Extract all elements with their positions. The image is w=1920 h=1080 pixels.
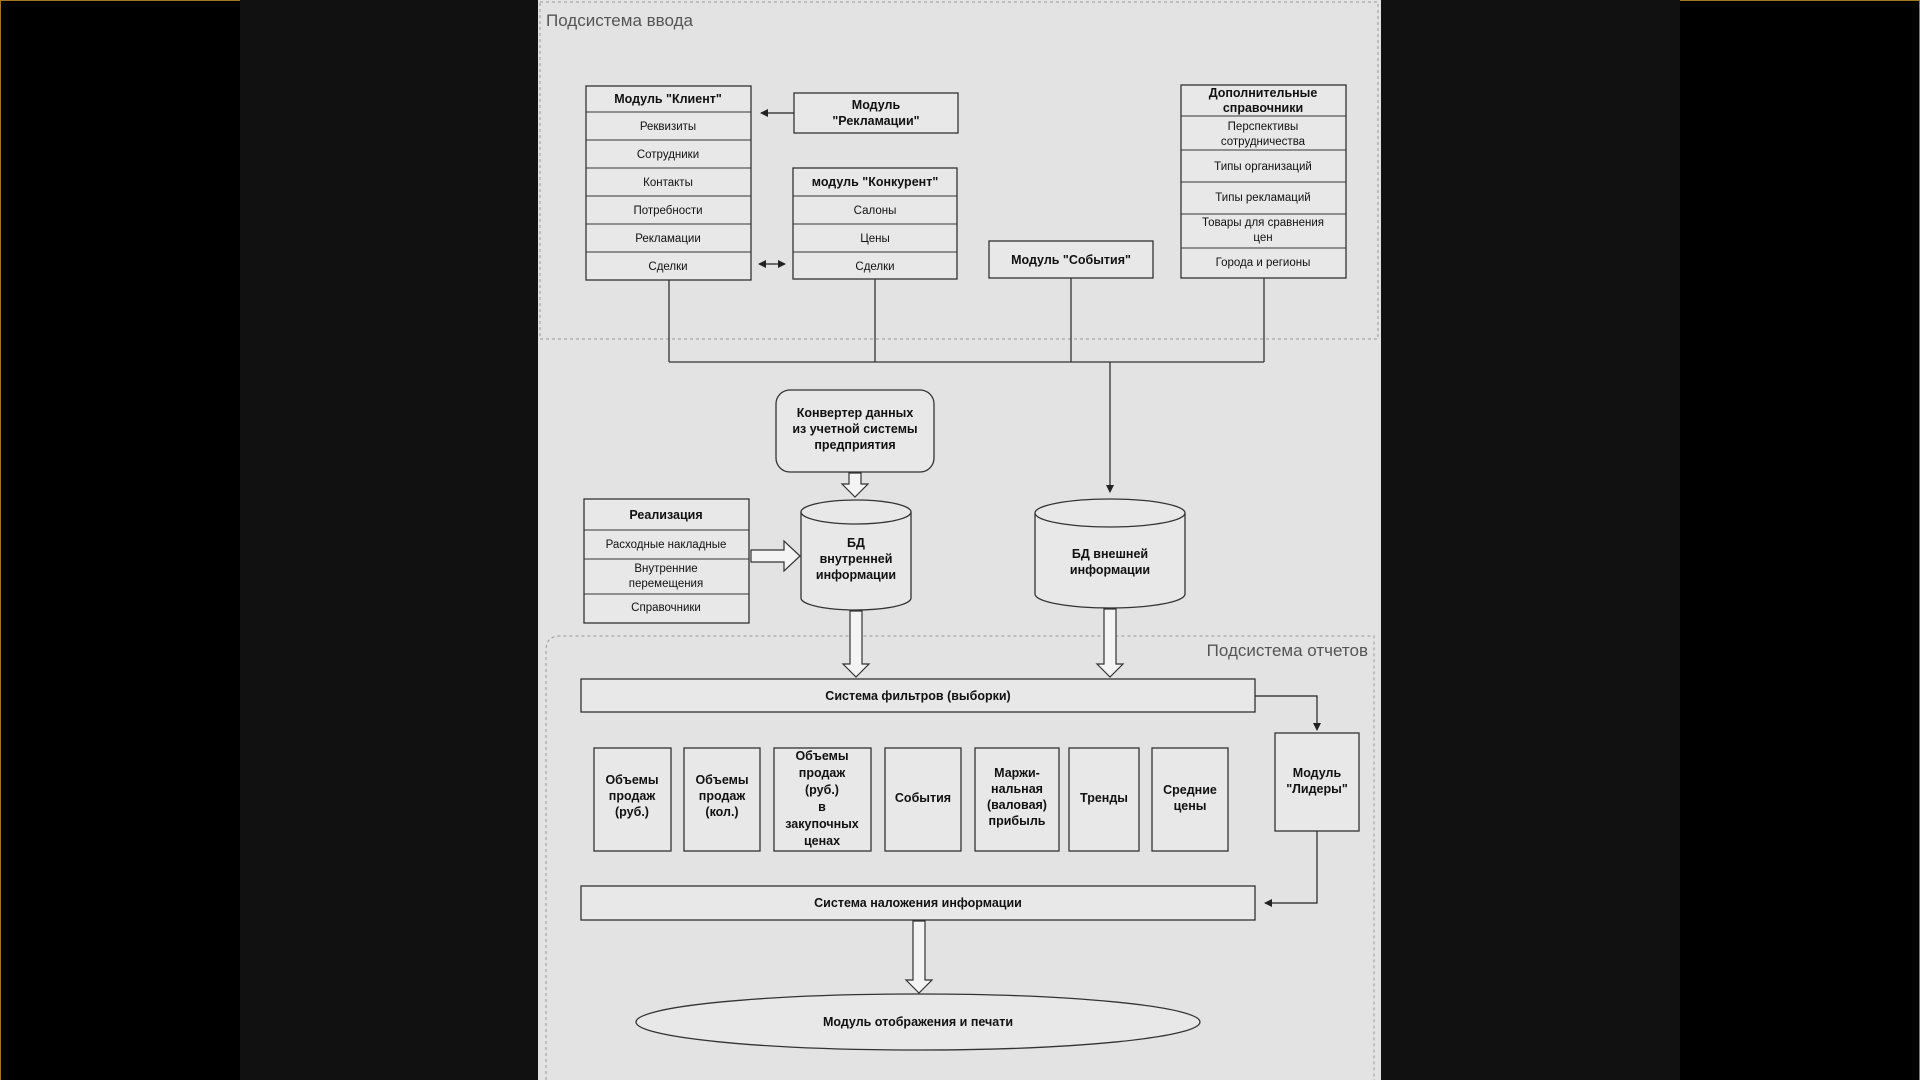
report-events: События (895, 791, 951, 805)
extra-refs-title-line2: справочники (1223, 101, 1303, 115)
report-boxes: Объемы продаж (руб.) Объемы продаж (кол.… (593, 747, 1229, 852)
architecture-diagram: Подсистема ввода Подсистема отчетов Моду… (539, 1, 1379, 1080)
display-module-label: Модуль отображения и печати (823, 1015, 1013, 1029)
filter-to-leaders-arrow (1255, 695, 1321, 731)
sales-row-transfers-2: перемещения (629, 578, 703, 590)
report-sales-qty-line1: Объемы (695, 773, 748, 787)
internal-db-to-filter-arrow (841, 610, 871, 678)
report-avg-prices-line2: цены (1174, 799, 1207, 813)
client-row-contacts: Контакты (643, 177, 693, 189)
client-row-employees: Сотрудники (637, 149, 699, 161)
leaders-to-overlay-arrow (1264, 831, 1318, 907)
claims-module-line1: Модуль (852, 98, 901, 112)
report-sales-qty-line2: продаж (699, 789, 746, 803)
input-subsystem-label: Подсистема ввода (546, 11, 694, 30)
leaders-module: Модуль "Лидеры" (1274, 732, 1360, 832)
competitor-row-prices: Цены (860, 233, 890, 245)
client-module-title: Модуль "Клиент" (614, 92, 722, 106)
converter-line1: Конвертер данных (797, 406, 914, 420)
client-row-deals: Сделки (648, 261, 687, 273)
extra-refs-row-prospects-2: сотрудничества (1221, 136, 1306, 148)
input-bus-lines (668, 278, 1265, 493)
report-sales-purchase-line3: (руб.) (805, 783, 839, 797)
sales-row-invoices: Расходные накладные (606, 539, 727, 551)
report-sales-purchase-line4: в (818, 800, 826, 814)
report-margin-line1: Маржи- (994, 766, 1040, 780)
extra-refs-row-goods-1: Товары для сравнения (1202, 217, 1324, 229)
left-dark-margin (240, 0, 538, 1080)
leaders-module-line2: "Лидеры" (1286, 782, 1348, 796)
filter-system-label: Система фильтров (выборки) (825, 689, 1010, 703)
sales-module-title: Реализация (629, 508, 702, 522)
claims-module-line2: "Рекламации" (832, 114, 919, 128)
competitor-module-title: модуль "Конкурент" (812, 175, 939, 189)
reports-subsystem-label: Подсистема отчетов (1207, 641, 1368, 660)
competitor-row-salons: Салоны (854, 205, 897, 217)
report-sales-qty-line3: (кол.) (705, 805, 738, 819)
report-margin-line4: прибыль (989, 814, 1046, 828)
report-sales-purchase-line5: закупочных (785, 817, 859, 831)
report-sales-purchase-line6: ценах (804, 834, 840, 848)
diagram-page: Подсистема ввода Подсистема отчетов Моду… (538, 0, 1381, 1080)
sales-module: Реализация Расходные накладные Внутренни… (583, 498, 750, 624)
external-db-line2: информации (1070, 563, 1150, 577)
converter-line2: из учетной системы (792, 422, 917, 436)
report-sales-purchase-line1: Объемы (795, 749, 848, 763)
report-trends: Тренды (1080, 791, 1128, 805)
extra-refs-row-cities: Города и регионы (1216, 257, 1311, 269)
report-sales-rub-line2: продаж (609, 789, 656, 803)
competitor-row-deals: Сделки (855, 261, 894, 273)
converter-to-db-arrow (840, 472, 870, 498)
report-sales-purchase-line2: продаж (799, 766, 846, 780)
internal-db-line1: БД (847, 536, 865, 550)
report-sales-rub-line1: Объемы (605, 773, 658, 787)
claims-module: Модуль "Рекламации" (793, 92, 959, 134)
extra-refs-title-line1: Дополнительные (1209, 86, 1318, 100)
filter-system: Система фильтров (выборки) (580, 678, 1256, 713)
data-converter: Конвертер данных из учетной системы пред… (775, 389, 935, 473)
client-row-needs: Потребности (633, 205, 702, 217)
display-print-module: Модуль отображения и печати (635, 993, 1201, 1051)
leaders-module-line1: Модуль (1293, 766, 1342, 780)
report-sales-rub-line3: (руб.) (615, 805, 649, 819)
internal-db-line3: информации (816, 568, 896, 582)
external-db: БД внешней информации (1034, 498, 1186, 609)
overlay-system-label: Система наложения информации (814, 896, 1022, 910)
sales-row-transfers-1: Внутренние (634, 563, 697, 575)
extra-refs-row-goods-2: цен (1253, 232, 1272, 244)
overlay-system: Система наложения информации (580, 885, 1256, 921)
right-border-band (1680, 0, 1920, 1080)
competitor-module: модуль "Конкурент" Салоны Цены Сделки (792, 167, 958, 280)
right-dark-margin (1381, 0, 1680, 1080)
client-row-claims: Рекламации (635, 233, 701, 245)
internal-db: БД внутренней информации (800, 499, 912, 611)
sales-to-db-arrow (750, 539, 801, 573)
converter-line3: предприятия (814, 438, 895, 452)
left-border-band (0, 0, 240, 1080)
overlay-to-display-arrow (904, 920, 934, 994)
report-margin-line3: (валовая) (987, 798, 1047, 812)
report-margin-line2: нальная (991, 782, 1043, 796)
extra-references-module: Дополнительные справочники Перспективы с… (1180, 84, 1347, 279)
client-row-requisites: Реквизиты (640, 121, 696, 133)
extra-refs-row-claim-types: Типы рекламаций (1215, 192, 1310, 204)
internal-db-line2: внутренней (820, 552, 893, 566)
client-module: Модуль "Клиент" Реквизиты Сотрудники Кон… (585, 85, 752, 281)
reports-subsystem-region (545, 635, 1375, 1080)
events-module: Модуль "События" (988, 240, 1154, 279)
sales-row-references: Справочники (631, 602, 701, 614)
extra-refs-row-org-types: Типы организаций (1214, 161, 1312, 173)
external-db-line1: БД внешней (1072, 547, 1148, 561)
report-avg-prices-line1: Средние (1163, 783, 1217, 797)
events-module-title: Модуль "События" (1011, 253, 1131, 267)
extra-refs-row-prospects-1: Перспективы (1228, 121, 1299, 133)
external-db-to-filter-arrow (1095, 608, 1125, 678)
